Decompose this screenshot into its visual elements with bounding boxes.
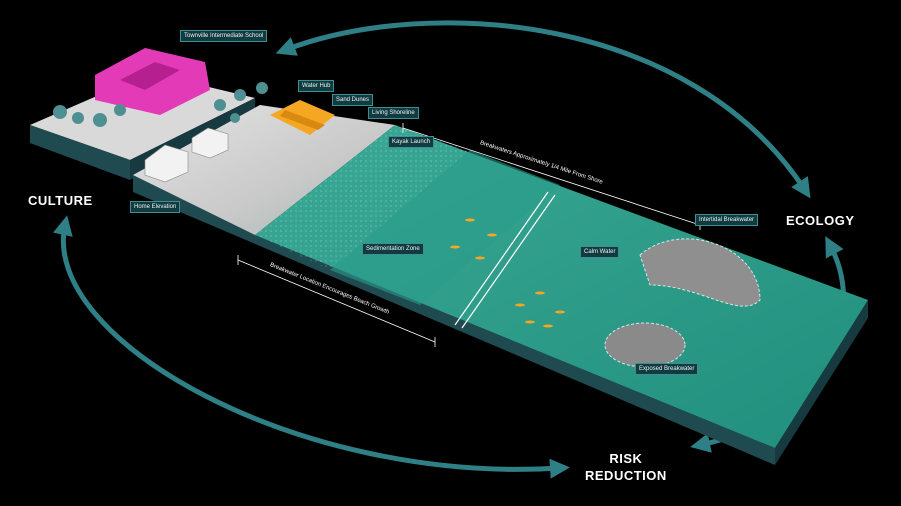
arrow-culture-risk	[53, 215, 570, 479]
elevated-homes	[144, 127, 229, 183]
callout-living-shoreline: Living Shoreline	[368, 107, 419, 119]
risk-reduction-label: RISK REDUCTION	[585, 450, 667, 484]
culture-label: CULTURE	[28, 193, 93, 208]
risk-label-line2: REDUCTION	[585, 468, 667, 483]
coastal-platform	[133, 105, 868, 465]
ecology-label: ECOLOGY	[786, 213, 855, 228]
trees	[53, 82, 268, 127]
beach-surface	[133, 105, 395, 235]
intertidal-breakwater-shape	[639, 238, 761, 307]
callout-kayak-launch: Kayak Launch	[388, 136, 435, 148]
risk-label-line1: RISK	[609, 451, 643, 466]
water-hub-building	[270, 100, 335, 135]
school-building	[95, 48, 210, 115]
exposed-breakwater-shape	[604, 322, 686, 368]
callout-school: Townville Intermediate School	[180, 30, 268, 42]
callout-exposed-breakwater: Exposed Breakwater	[635, 363, 699, 375]
callout-sedimentation-zone: Sedimentation Zone	[362, 243, 424, 255]
callout-water-hub: Water Hub	[298, 80, 335, 92]
callout-sand-dunes: Sand Dunes	[332, 94, 374, 106]
arrow-culture-ecology	[275, 20, 811, 199]
callout-calm-water: Calm Water	[580, 246, 620, 258]
callout-home-elevation: Home Elevation	[130, 201, 181, 213]
callout-intertidal-breakwater: Intertidal Breakwater	[695, 214, 759, 226]
